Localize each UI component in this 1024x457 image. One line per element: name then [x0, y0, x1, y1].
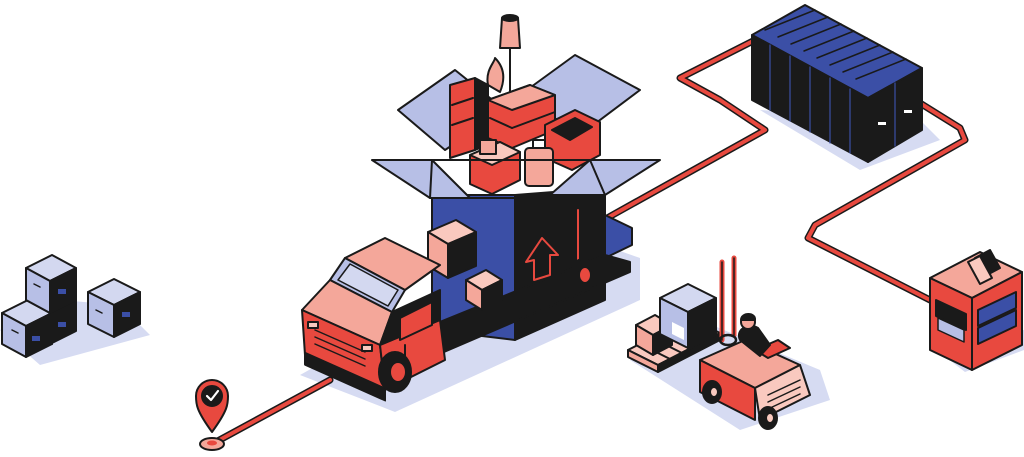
- container-handle-right: [904, 110, 912, 113]
- truck-wheels: [378, 258, 596, 393]
- truck-grille: [314, 329, 366, 367]
- forklift-wheels: [702, 380, 778, 430]
- suitcase: [524, 147, 554, 187]
- forklift-scene: [627, 255, 811, 430]
- moving-truck: [301, 187, 633, 402]
- truck-bumper: [304, 351, 386, 402]
- open-moving-box: [371, 14, 661, 199]
- vase: [486, 57, 505, 93]
- container-side-ribs: [769, 44, 851, 154]
- up-arrow-icon: [525, 237, 559, 281]
- flap-front-left: [371, 159, 471, 199]
- truck-headlight-right: [361, 344, 373, 352]
- steering-wheel: [718, 333, 738, 347]
- forklift-rear-grille: [767, 379, 801, 410]
- shipping-container: [751, 4, 923, 163]
- forklift-mast: [719, 255, 737, 343]
- forklift-driver: [718, 313, 771, 357]
- truck-headlight-left: [307, 321, 319, 329]
- carton-top: [25, 254, 77, 314]
- forklift-body: [699, 339, 811, 421]
- delivery-kiosk: [929, 249, 1023, 371]
- pallet-carton-large: [659, 283, 717, 349]
- container-handle-left: [878, 122, 886, 125]
- kiosk-windows: [935, 291, 1017, 345]
- carton-single: [87, 278, 141, 338]
- delivery-route: [210, 36, 969, 447]
- container-ridges: [764, 9, 907, 80]
- stacked-cartons: [1, 254, 141, 358]
- small-box: [479, 139, 497, 155]
- location-pin-check-icon: [195, 379, 229, 451]
- forklift-seat: [754, 339, 791, 359]
- furniture-pile: [449, 77, 601, 195]
- truck-cargo-cartons: [427, 219, 503, 311]
- route-line-inner: [212, 38, 967, 445]
- box-rim: [429, 159, 606, 199]
